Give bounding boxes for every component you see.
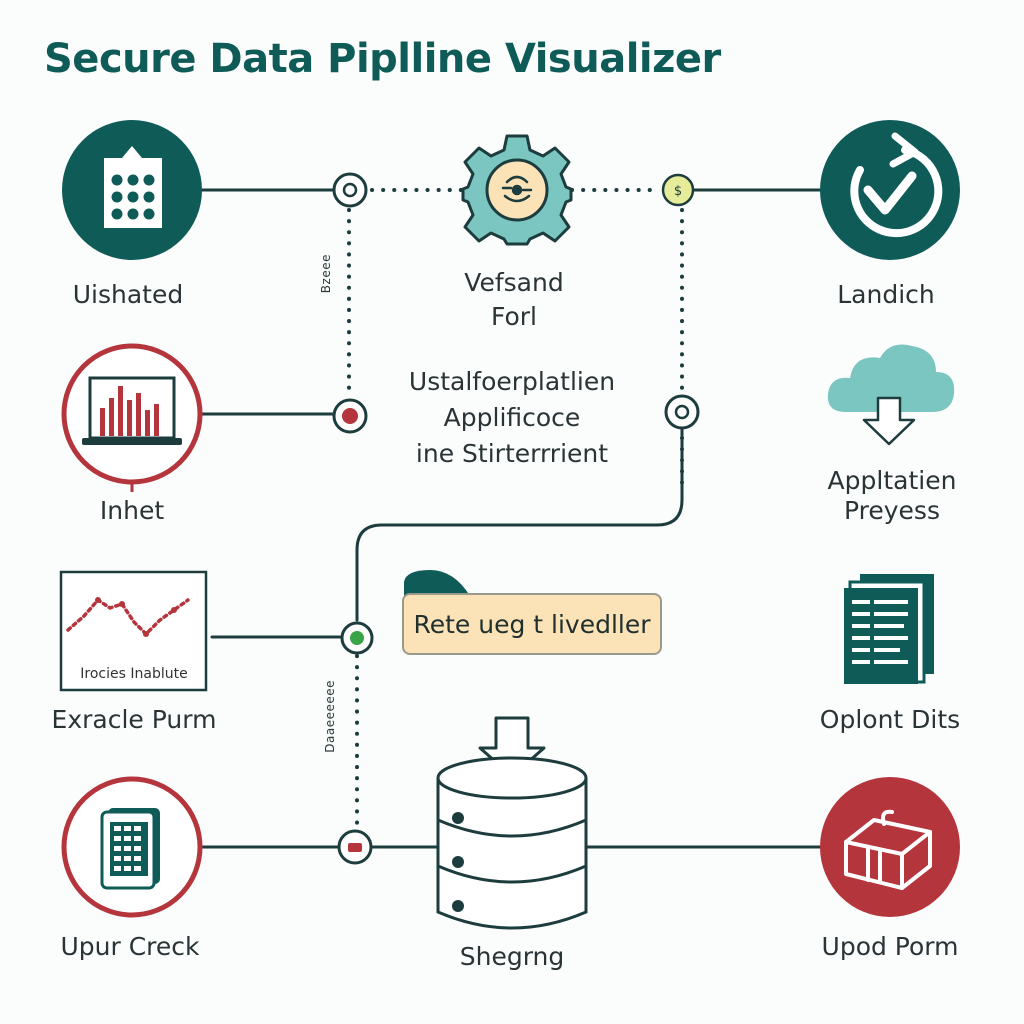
node-label-analytics: Inhet (99, 496, 165, 525)
trend-chart-caption: Irocies Inablute (80, 666, 188, 682)
node-label-top-right: Landich (837, 280, 935, 309)
center-description: Ustalfoerplatlien Applificoce ine Stirte… (409, 364, 615, 472)
trend-line-chart-icon (59, 570, 208, 692)
junction-top-left (332, 172, 368, 208)
database-download-icon (436, 716, 588, 930)
node-label-database: Shegrng (459, 942, 565, 971)
junction-trend (340, 621, 374, 655)
node-label-top-left: Uishated (72, 280, 184, 309)
vertical-label-upper: Bzeee (319, 254, 333, 294)
page-title: Secure Data Piplline Visualizer (44, 36, 721, 82)
node-label-bottom-left: Upur Creck (60, 932, 200, 961)
cloud-download-icon (827, 344, 955, 446)
vertical-label-lower: Daaeeeeee (323, 680, 337, 753)
junction-right-mid (664, 394, 700, 430)
center-text-line3: ine Stirterrrient (415, 439, 609, 468)
junction-bottom (337, 829, 373, 865)
callout-tab (404, 570, 470, 596)
refresh-check-icon (820, 120, 960, 260)
junction-badge-text: $ (674, 184, 682, 199)
clipboard-grid-icon (62, 120, 202, 260)
box-package-icon (820, 777, 960, 917)
tablet-grid-icon (61, 776, 203, 918)
node-label-gear-line1: Vefsand (464, 268, 564, 297)
dotted-connectors (347, 188, 684, 830)
node-label-cloud-line2: Preyess (844, 496, 940, 525)
center-text-line1: Ustalfoerplatlien (408, 367, 616, 396)
node-label-cloud-line1: Appltatien (827, 466, 957, 495)
center-text-line2: Applificoce (443, 403, 581, 432)
node-label-bottom-right: Upod Porm (821, 932, 959, 961)
junction-top-right (661, 173, 695, 207)
node-label-document: Oplont Dits (819, 705, 961, 734)
document-stack-icon (844, 574, 934, 684)
node-label-trend: Exracle Purm (51, 705, 217, 734)
bar-chart-monitor-icon (61, 343, 203, 492)
junction-analytics (332, 398, 368, 434)
callout-box: Rete ueg t livedller (402, 593, 662, 655)
gear-icon (461, 134, 573, 246)
node-label-gear-line2: Forl (490, 302, 538, 331)
connector-lines (158, 188, 824, 849)
